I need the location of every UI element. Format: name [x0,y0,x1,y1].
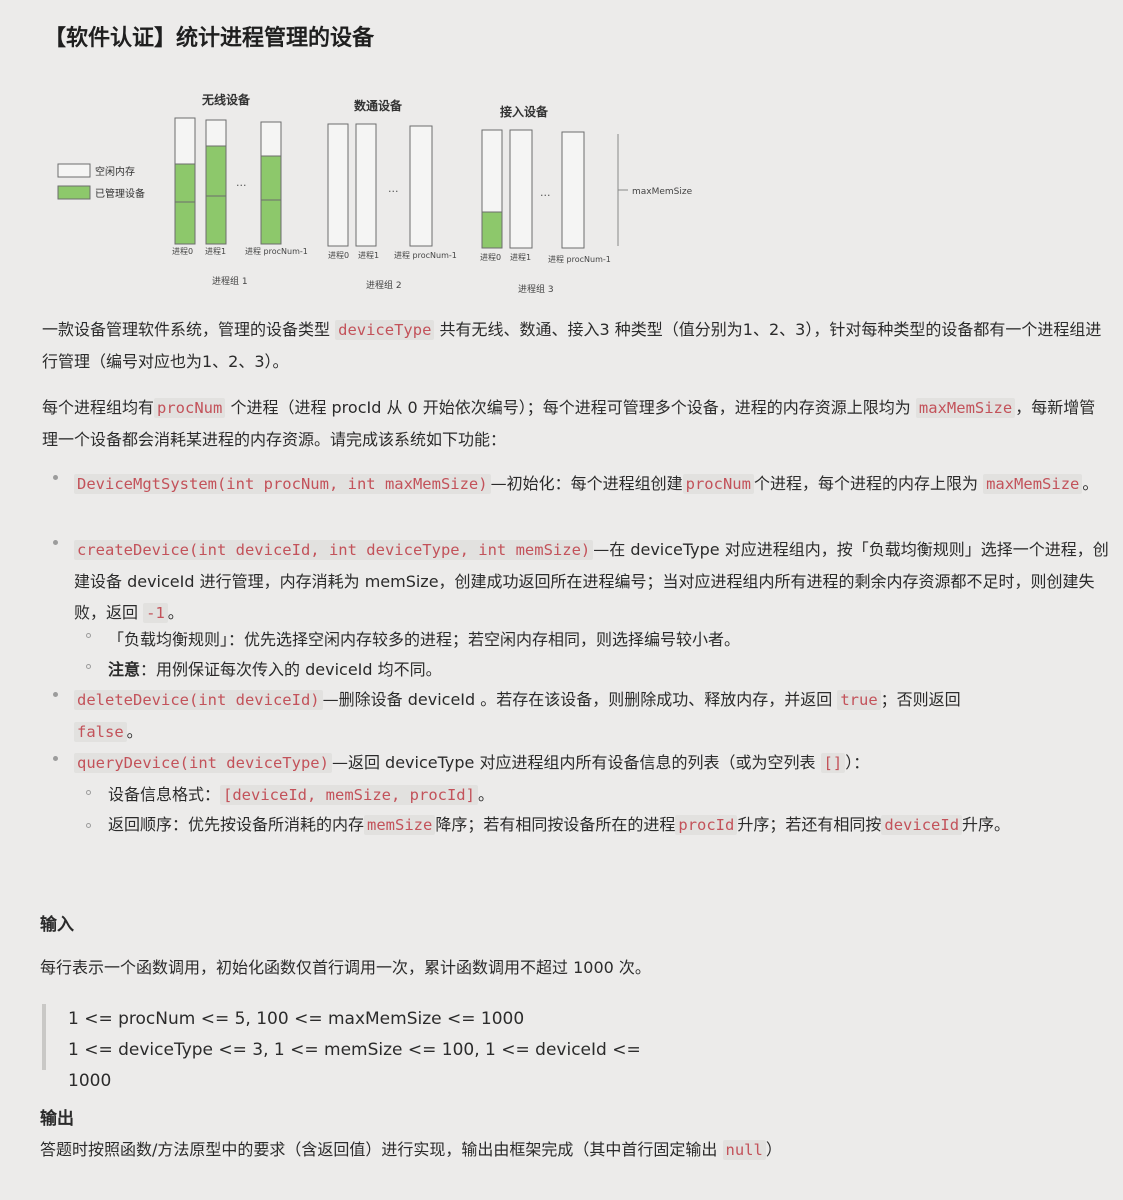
group1-bars [174,117,282,245]
code-null: null [722,1140,766,1160]
bullet-dot [53,475,58,480]
item-create-note: 注意：用例保证每次传入的 deviceId 均不同。 [108,660,442,679]
bullet-dot [53,692,58,697]
code-query-signature: queryDevice(int deviceType) [74,753,332,773]
group2-bars [327,123,433,247]
input-description: 每行表示一个函数调用，初始化函数仅首行调用一次，累计函数调用不超过 1000 次… [40,958,651,977]
sub-bullet [86,790,91,795]
group-title-wireless: 无线设备 [201,92,251,107]
g2-procN-label: 进程 procNum-1 [394,251,457,260]
bullet-dot [53,540,58,545]
code-maxMemSize: maxMemSize [915,398,1016,418]
bullet-dot [53,756,58,761]
max-mem-label: maxMemSize [632,187,693,197]
constraints-block: 1 <= procNum <= 5, 100 <= maxMemSize <= … [42,1004,668,1091]
process-group-diagram: 空闲内存 已管理设备 无线设备 数通设备 接入设备 ... ... [57,92,693,295]
group2-ellipsis: ... [388,182,399,195]
intro-paragraph: 一款设备管理软件系统，管理的设备类型 deviceType 共有无线、数通、接入… [42,320,1102,371]
g3-proc0-label: 进程0 [480,253,501,262]
group-title-datacom: 数通设备 [354,98,403,113]
constraint-line-2: 1 <= deviceType <= 3, 1 <= memSize <= 10… [68,1040,641,1091]
item-delete: deleteDevice(int deviceId)—删除设备 deviceId… [74,684,1104,748]
item-create-rule: 「负载均衡规则」：优先选择空闲内存较多的进程；若空闲内存相同，则选择编号较小者。 [108,630,741,649]
legend-used-label: 已管理设备 [95,187,145,200]
sub-bullet [86,823,91,828]
constraint-line-1: 1 <= procNum <= 5, 100 <= maxMemSize <= … [68,1009,525,1029]
item-init: DeviceMgtSystem(int procNum, int maxMemS… [74,468,1104,500]
output-description: 答题时按照函数/方法原型中的要求（含返回值）进行实现，输出由框架完成（其中首行固… [40,1140,782,1160]
g2-group-label: 进程组 2 [366,279,402,291]
input-heading: 输入 [40,915,74,935]
code-deviceType: deviceType [335,320,435,340]
g3-procN-label: 进程 procNum-1 [548,255,611,264]
item-create: createDevice(int deviceId, int deviceTyp… [74,540,1109,623]
item-query: queryDevice(int deviceType)—返回 deviceTyp… [74,747,1104,779]
g1-proc1-label: 进程1 [205,247,226,256]
group1-ellipsis: ... [236,176,247,189]
sub-bullet [86,664,91,669]
legend-used-swatch [57,185,91,200]
output-heading: 输出 [40,1109,74,1129]
g1-proc0-label: 进程0 [172,247,193,256]
group-title-access: 接入设备 [500,104,549,119]
code-procNum: procNum [154,398,226,418]
g2-proc0-label: 进程0 [328,251,349,260]
g3-proc1-label: 进程1 [510,253,531,262]
code-create-signature: createDevice(int deviceId, int deviceTyp… [74,540,594,560]
g3-group-label: 进程组 3 [518,283,554,295]
group3-bars [481,129,585,249]
legend-free-label: 空闲内存 [95,165,135,178]
sub-bullet [86,633,91,638]
g2-proc1-label: 进程1 [358,251,379,260]
page-title: 【软件认证】统计进程管理的设备 [44,26,375,51]
item-query-format: 设备信息格式：[deviceId, memSize, procId]。 [108,785,494,805]
code-init-signature: DeviceMgtSystem(int procNum, int maxMemS… [74,474,491,494]
g1-group-label: 进程组 1 [212,275,248,287]
g1-procN-label: 进程 procNum-1 [245,247,308,256]
code-delete-signature: deleteDevice(int deviceId) [74,690,323,710]
group3-ellipsis: ... [540,186,551,199]
legend-free-swatch [57,163,91,178]
